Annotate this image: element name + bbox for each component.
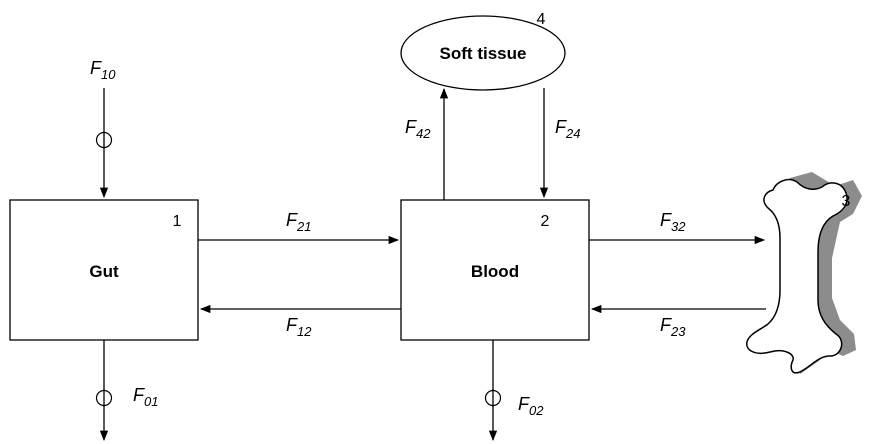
bone-number: 3	[842, 193, 851, 210]
bone-compartment: 3	[747, 172, 862, 374]
flux-f32: F32	[589, 210, 764, 240]
flux-f10-label: F10	[90, 58, 116, 82]
flux-f12: F12	[201, 309, 401, 339]
soft-tissue-number: 4	[537, 11, 546, 28]
flux-f02: F02	[486, 340, 545, 440]
soft-tissue-label: Soft tissue	[440, 44, 527, 63]
flux-f42: F42	[405, 89, 444, 200]
gut-compartment: Gut 1	[10, 200, 198, 340]
gut-label: Gut	[89, 262, 119, 281]
blood-compartment: Blood 2	[401, 200, 589, 340]
blood-label: Blood	[471, 262, 519, 281]
flux-f02-label: F02	[518, 394, 544, 418]
flux-f21-label: F21	[286, 210, 311, 234]
blood-number: 2	[541, 213, 550, 230]
flux-f01-label: F01	[133, 385, 158, 409]
soft-tissue-compartment: Soft tissue 4	[401, 11, 565, 90]
flux-f42-label: F42	[405, 117, 431, 141]
flux-f23-label: F23	[660, 315, 686, 339]
flux-f12-label: F12	[286, 315, 312, 339]
bone-outline	[747, 180, 847, 373]
flux-f23: F23	[592, 309, 766, 339]
gut-number: 1	[173, 213, 182, 230]
flux-f21: F21	[198, 210, 398, 240]
flux-f24: F24	[544, 88, 580, 197]
flux-f24-label: F24	[555, 117, 580, 141]
flux-f01: F01	[97, 340, 159, 440]
flux-f10: F10	[90, 58, 116, 197]
flux-f32-label: F32	[660, 210, 686, 234]
